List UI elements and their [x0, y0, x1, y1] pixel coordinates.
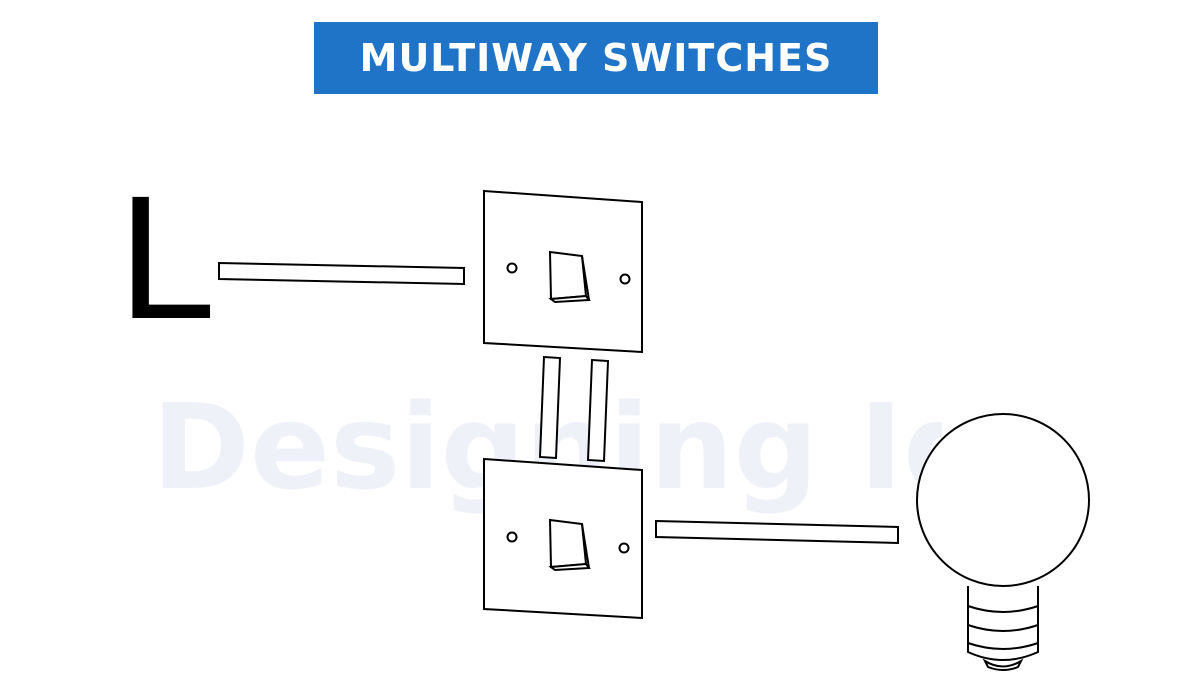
screw-hole: [619, 273, 631, 285]
traveller-wire-2: [586, 358, 610, 463]
light-bulb-icon: [916, 413, 1090, 671]
switch-2: [483, 457, 643, 620]
title-text: MULTIWAY SWITCHES: [359, 36, 833, 80]
wire-switch-2-to-bulb: [655, 519, 899, 545]
live-label: L: [118, 160, 216, 356]
screw-hole: [618, 542, 630, 554]
wire-live-to-switch-1: [218, 261, 465, 286]
rocker-icon: [548, 518, 591, 572]
traveller-wire-1: [538, 355, 562, 460]
rocker-icon: [548, 250, 591, 304]
switch-1: [483, 189, 643, 354]
screw-hole: [506, 262, 518, 274]
screw-hole: [506, 531, 518, 543]
title-banner: MULTIWAY SWITCHES: [314, 22, 878, 94]
